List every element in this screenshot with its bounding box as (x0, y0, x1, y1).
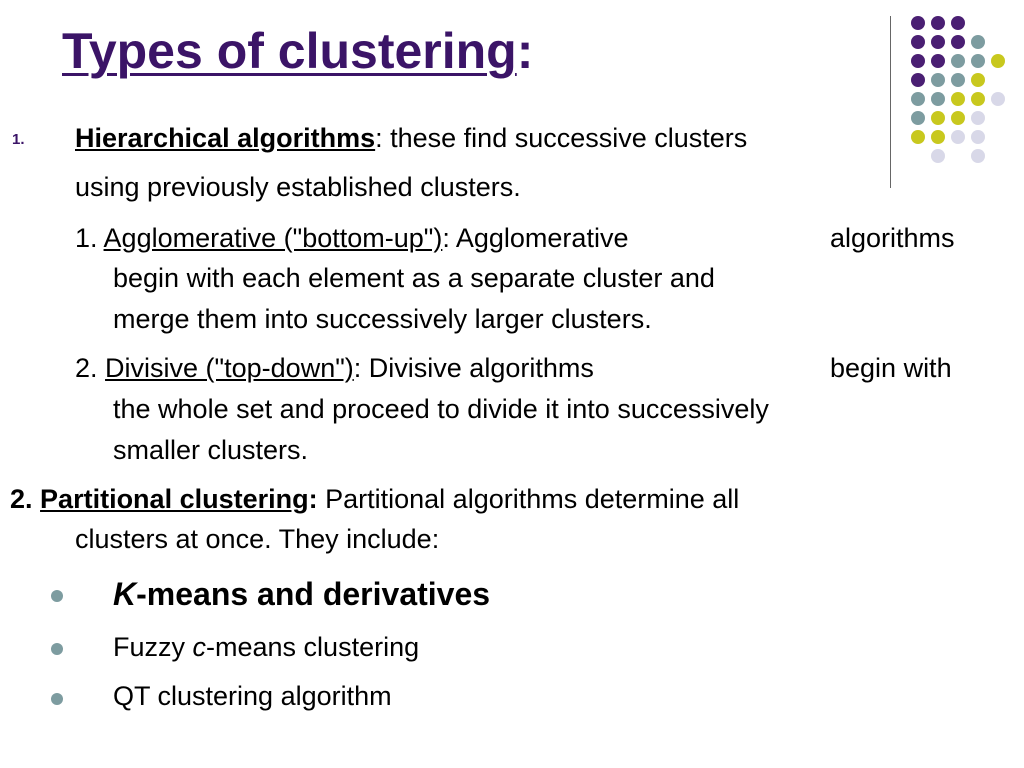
bullet-fuzzy-prefix: Fuzzy (113, 632, 193, 662)
sub1-rest-right: algorithms (830, 223, 955, 253)
bullet-dot (51, 590, 63, 602)
sub1-term: Agglomerative ("bottom-up") (103, 223, 443, 253)
sub1-line3: merge them into successively larger clus… (113, 304, 652, 334)
item2-marker: 2. (10, 484, 33, 514)
slide-title-text: Types of clustering (62, 23, 517, 79)
bullet-dot (51, 693, 63, 705)
sub2-rest: : Divisive algorithms (353, 353, 594, 383)
slide-title-colon: : (516, 23, 534, 79)
sub2-rest-right: begin with (830, 353, 952, 383)
bullet-fuzzy: Fuzzy c-means clustering (113, 631, 419, 663)
item1-line2: using previously established clusters. (75, 172, 521, 202)
bullet-kmeans-italic: K (113, 576, 137, 612)
item2-term: Partitional clustering (40, 484, 309, 514)
sub2-term: Divisive ("top-down") (105, 353, 354, 383)
bullet-fuzzy-text: -means clustering (206, 632, 420, 662)
bullet-fuzzy-italic: c (192, 632, 207, 662)
item1-rest: : these find successive clusters (375, 123, 748, 153)
sub1-line2: begin with each element as a separate cl… (113, 263, 715, 293)
bullet-kmeans-text: -means and derivatives (136, 576, 491, 612)
sub2-line2: the whole set and proceed to divide it i… (113, 394, 769, 424)
item1-line1: Hierarchical algorithms: these find succ… (75, 122, 747, 154)
item1-marker: 1. (12, 131, 25, 148)
sub1-line1: 1. Agglomerative ("bottom-up"): Agglomer… (75, 222, 628, 254)
sub2-num: 2. (75, 353, 98, 383)
item2-line2: clusters at once. They include: (75, 524, 440, 554)
item2-colon: : (308, 484, 318, 514)
bullet-dot (51, 643, 63, 655)
item2-rest: Partitional algorithms determine all (317, 484, 740, 514)
bullet-qt: QT clustering algorithm (113, 681, 392, 711)
slide-title: Types of clustering: (62, 24, 533, 79)
sub2-line3: smaller clusters. (113, 435, 309, 465)
sub1-num: 1. (75, 223, 98, 253)
item1-term: Hierarchical algorithms (75, 123, 376, 153)
bullet-kmeans: K-means and derivatives (113, 576, 490, 612)
sub1-rest: : Agglomerative (442, 223, 629, 253)
sub2-line1: 2. Divisive ("top-down"): Divisive algor… (75, 352, 594, 384)
item2-line1: 2. Partitional clustering: Partitional a… (10, 483, 739, 515)
vertical-divider (890, 16, 891, 188)
